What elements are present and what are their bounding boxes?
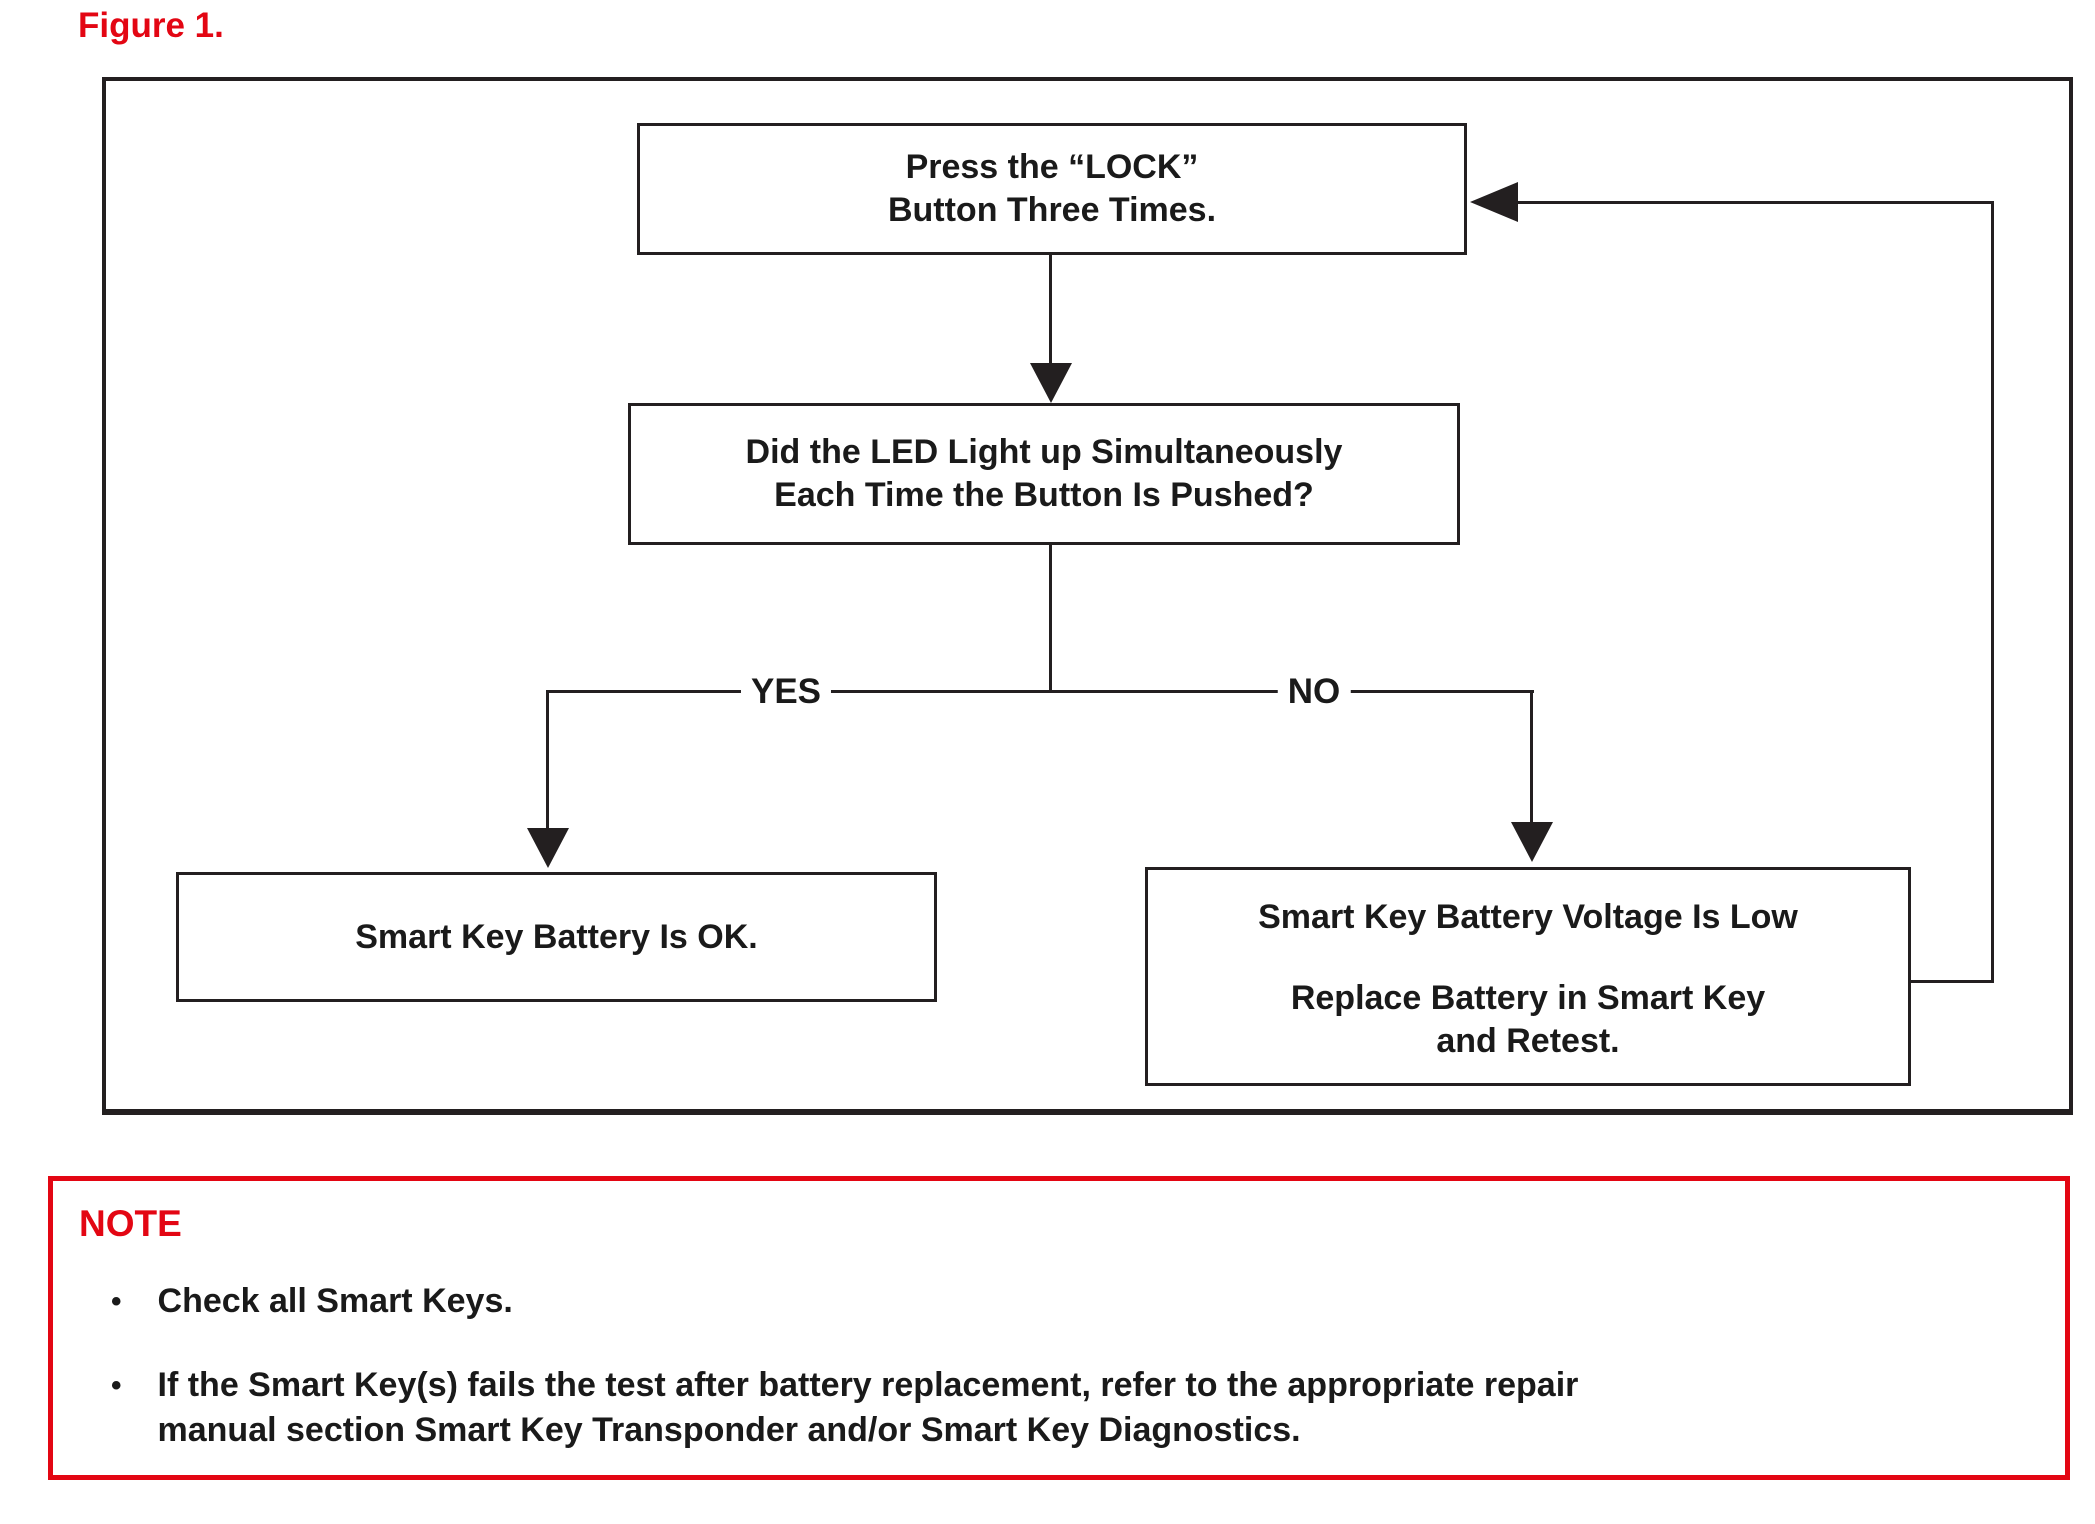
note-bullet: • Check all Smart Keys.: [111, 1279, 513, 1324]
connector-a-to-b: [1049, 252, 1052, 367]
flow-node-led-question: Did the LED Light up Simultaneously Each…: [628, 403, 1460, 545]
note-bullet: • If the Smart Key(s) fails the test aft…: [111, 1363, 1578, 1453]
arrowhead-left-icon: [1470, 182, 1518, 222]
node-text-line: Press the “LOCK”: [905, 148, 1199, 186]
branch-label-yes: YES: [740, 672, 832, 712]
node-text-line: Replace Battery in Smart Key: [1290, 979, 1766, 1017]
flow-node-press-lock: Press the “LOCK” Button Three Times.: [637, 123, 1467, 255]
node-text-line: Did the LED Light up Simultaneously: [745, 433, 1343, 471]
bullet-line: manual section Smart Key Transponder and…: [157, 1411, 1301, 1449]
connector-no-branch: [1530, 690, 1533, 824]
bullet-line: Check all Smart Keys.: [157, 1282, 513, 1320]
bullet-line: If the Smart Key(s) fails the test after…: [157, 1366, 1579, 1404]
connector-yes-branch: [546, 690, 549, 830]
flow-node-battery-ok: Smart Key Battery Is OK.: [176, 872, 937, 1002]
figure-label: Figure 1.: [78, 6, 224, 45]
bullet-icon: •: [111, 1285, 122, 1318]
branch-label-no: NO: [1277, 672, 1351, 712]
arrowhead-down-icon: [1030, 363, 1072, 403]
flow-node-battery-low: Smart Key Battery Voltage Is Low Replace…: [1145, 867, 1911, 1086]
note-title: NOTE: [79, 1203, 182, 1244]
branch-line: [546, 690, 1534, 693]
connector-b-stem: [1049, 542, 1052, 692]
node-text-line: Smart Key Battery Is OK.: [355, 917, 758, 956]
feedback-line-bottom: [1911, 980, 1994, 983]
note-box: NOTE • Check all Smart Keys. • If the Sm…: [48, 1176, 2070, 1480]
node-text-line: Each Time the Button Is Pushed?: [774, 476, 1314, 514]
node-text-line: Smart Key Battery Voltage Is Low: [1258, 898, 1798, 936]
arrowhead-down-icon: [527, 828, 569, 868]
node-text-line: Button Three Times.: [887, 191, 1217, 229]
feedback-line-vertical: [1991, 201, 1994, 983]
feedback-line-top: [1516, 201, 1994, 204]
node-text-line: and Retest.: [1436, 1022, 1620, 1060]
arrowhead-down-icon: [1511, 822, 1553, 862]
bullet-icon: •: [111, 1369, 122, 1402]
